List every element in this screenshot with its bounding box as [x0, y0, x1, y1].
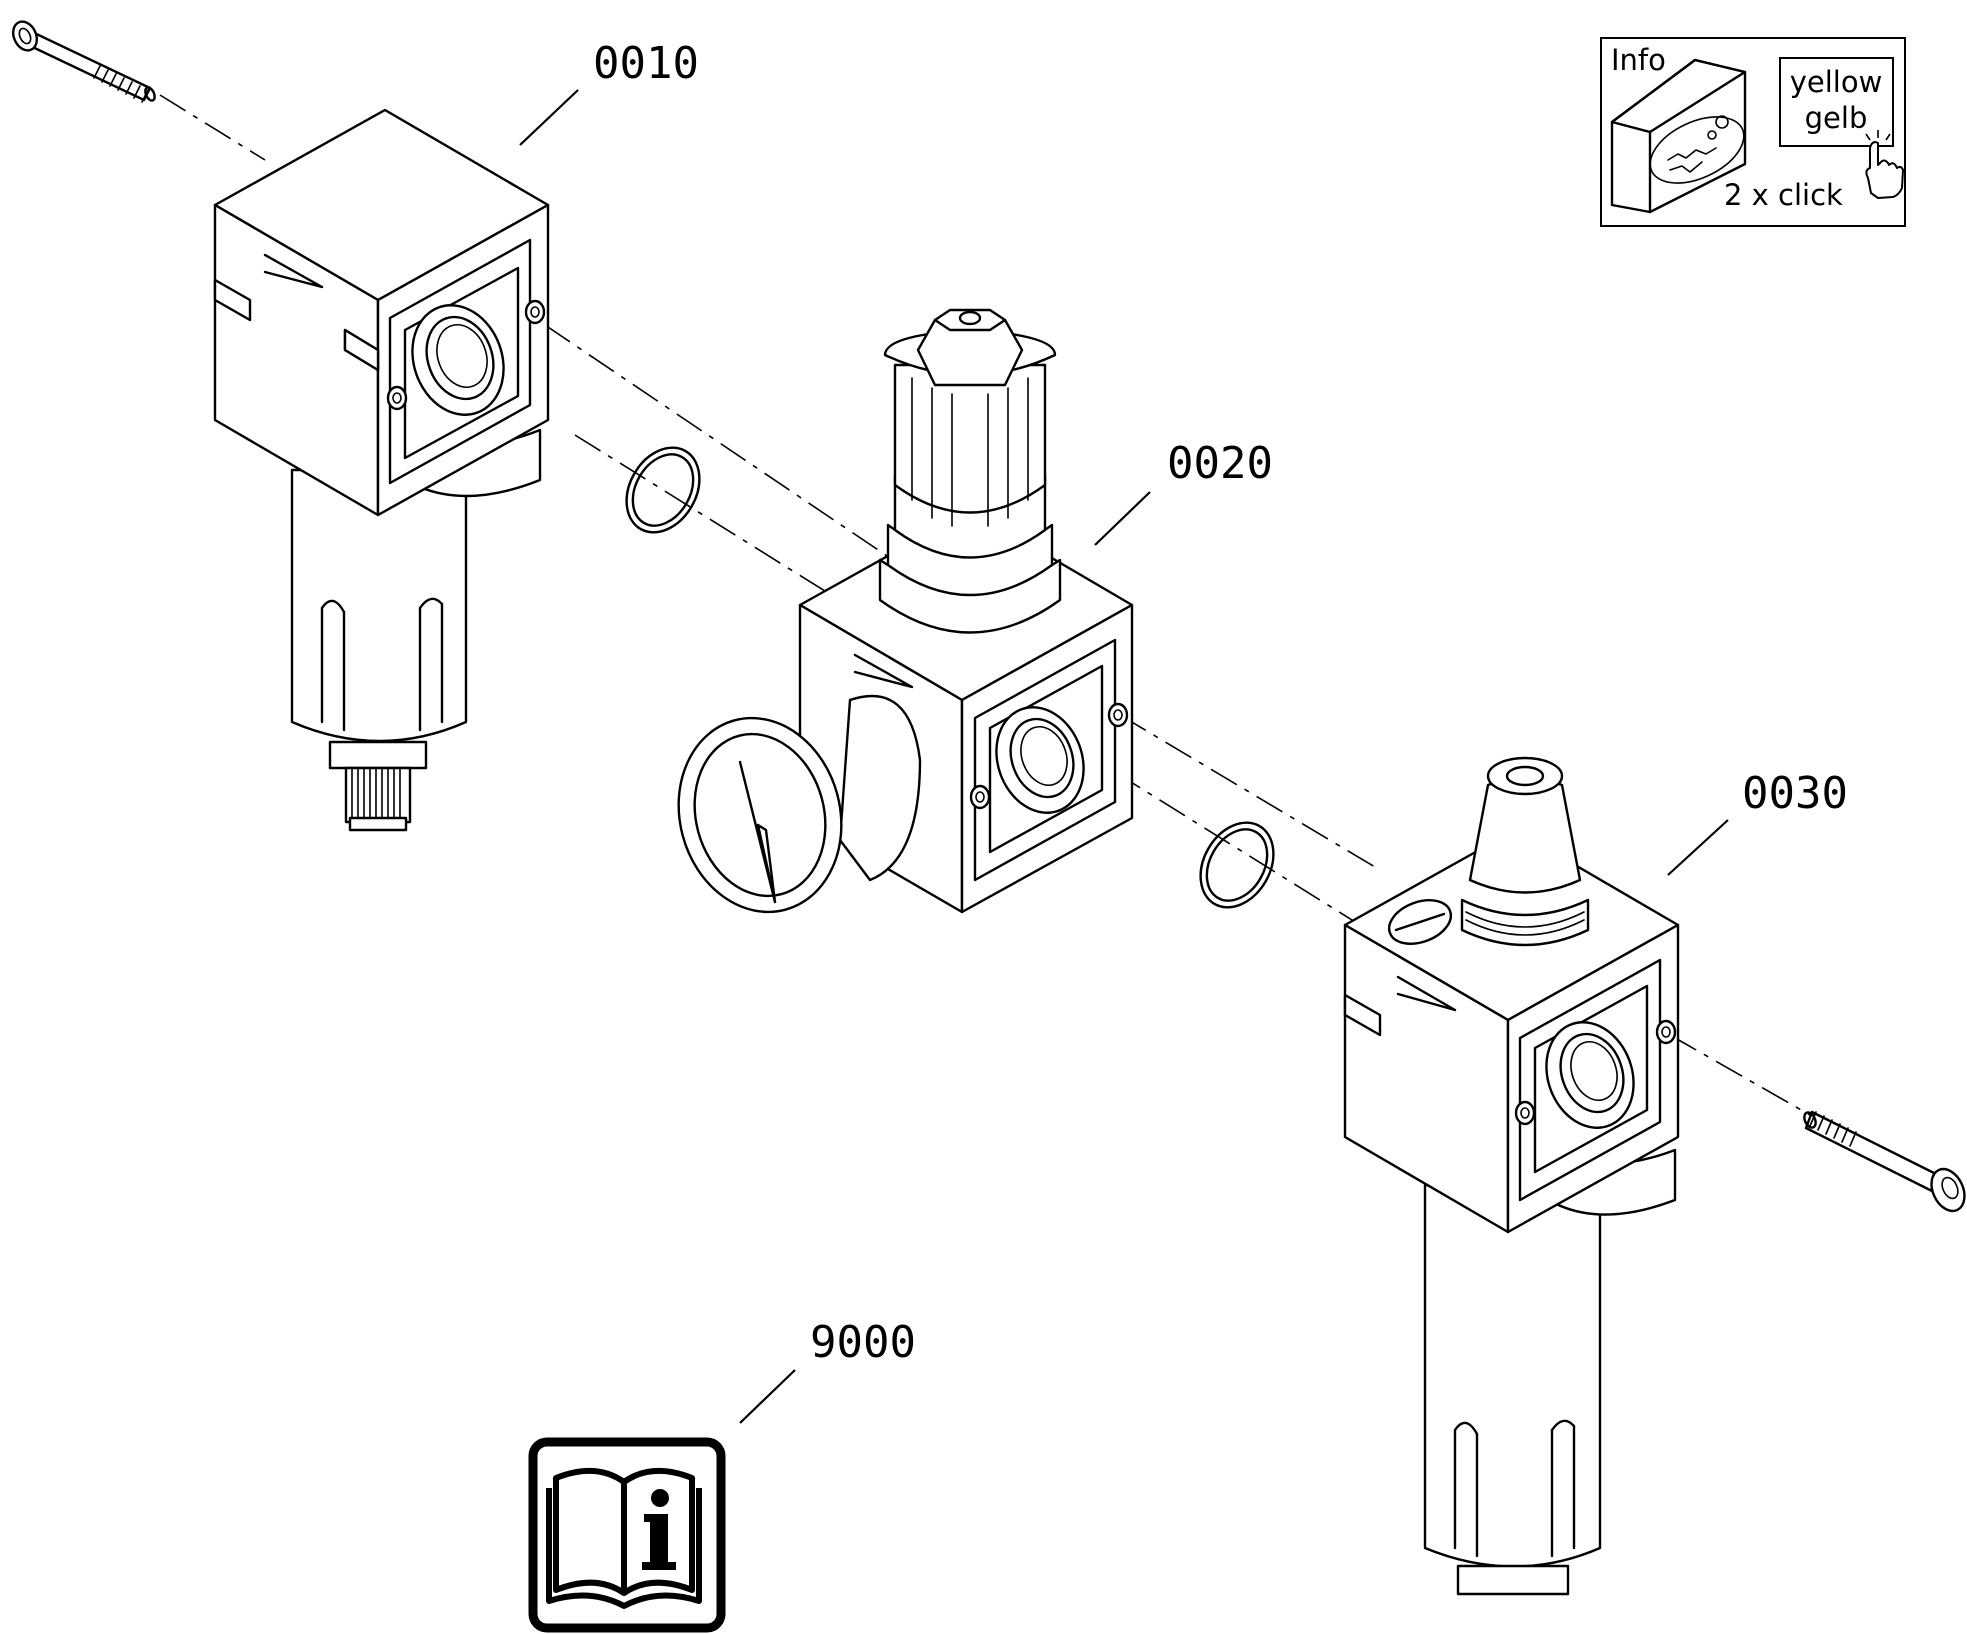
callout-filter[interactable]: 0010 [593, 38, 699, 89]
lubricator-unit[interactable] [1345, 758, 1678, 1594]
tie-rod-screw-right[interactable] [1802, 1111, 1967, 1217]
o-ring-1[interactable] [612, 435, 714, 546]
info-color-de: gelb [1805, 101, 1868, 135]
filter-unit[interactable] [215, 110, 548, 830]
o-ring-2[interactable] [1186, 810, 1288, 921]
info-box[interactable] [1601, 38, 1905, 226]
info-hint: 2 x click [1724, 178, 1843, 212]
info-color-en: yellow [1790, 65, 1883, 99]
hand-pointer-icon [1866, 130, 1903, 198]
regulator-unit[interactable] [657, 310, 1132, 930]
info-title: Info [1611, 43, 1666, 77]
callout-leaders [520, 90, 1728, 1423]
callout-regulator[interactable]: 0020 [1167, 438, 1273, 489]
callout-lubricator[interactable]: 0030 [1742, 768, 1848, 819]
callout-manual[interactable]: 9000 [810, 1317, 916, 1368]
manual-book-info-icon[interactable] [533, 1442, 721, 1628]
tie-rod-screw-left[interactable] [9, 18, 157, 102]
